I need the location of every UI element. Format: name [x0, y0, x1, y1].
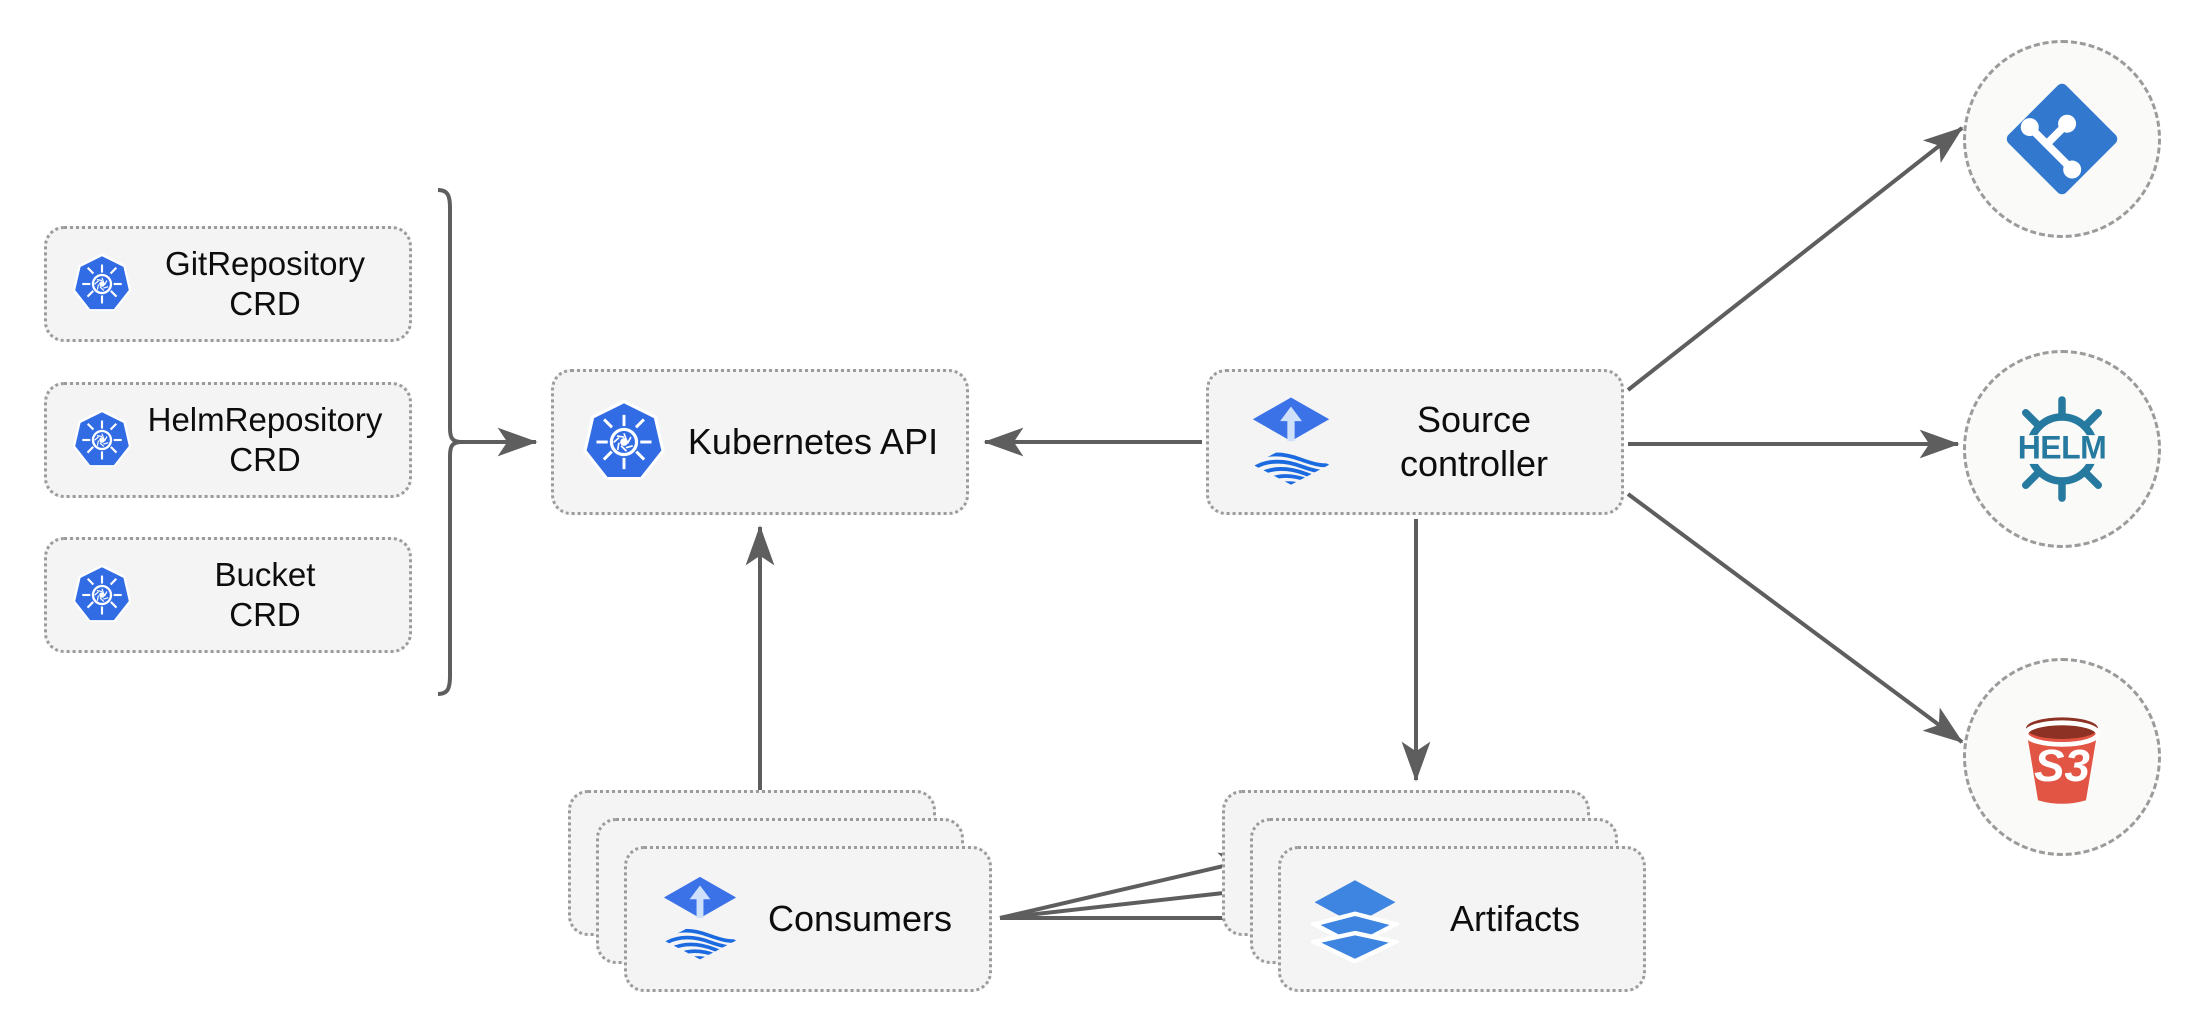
crd-box-helmrepository[interactable]: HelmRepository CRD: [44, 382, 412, 498]
kubernetes-icon: [69, 562, 135, 628]
node-label: Consumers: [767, 898, 953, 939]
helm-wordmark: HELM: [2018, 430, 2107, 466]
external-s3[interactable]: S3: [1963, 658, 2161, 856]
edge-consumers-to-artifacts-1: [999, 852, 1260, 920]
crd-box-gitrepository[interactable]: GitRepository CRD: [44, 226, 412, 342]
node-label: Kubernetes API: [687, 421, 939, 463]
kubernetes-icon: [578, 396, 670, 488]
crd-label: GitRepository CRD: [165, 244, 365, 322]
kubernetes-icon: [69, 251, 135, 317]
crd-label: Bucket CRD: [214, 555, 316, 633]
node-label: Source controller: [1399, 399, 1549, 484]
git-icon: [2006, 83, 2118, 195]
helm-icon: HELM: [2017, 396, 2107, 502]
kubernetes-icon: [69, 407, 135, 473]
edge-source-to-git: [1626, 126, 1964, 392]
flux-icon: [657, 871, 743, 967]
node-source-controller[interactable]: Source controller: [1206, 369, 1624, 515]
external-git[interactable]: [1963, 40, 2161, 238]
layers-icon: [1311, 875, 1399, 963]
crd-label: HelmRepository CRD: [147, 400, 383, 478]
node-label: Artifacts: [1449, 898, 1581, 939]
crd-box-bucket[interactable]: Bucket CRD: [44, 537, 412, 653]
consumers-card[interactable]: Consumers: [624, 846, 992, 992]
external-helm[interactable]: HELM: [1963, 350, 2161, 548]
crd-group-bracket: [437, 188, 463, 696]
edge-source-to-s3: [1626, 492, 1964, 744]
artifacts-card[interactable]: Artifacts: [1278, 846, 1646, 992]
node-kubernetes-api[interactable]: Kubernetes API: [551, 369, 969, 515]
s3-bucket-icon: S3: [2023, 717, 2101, 804]
s3-wordmark: S3: [2034, 740, 2090, 791]
flux-icon: [1245, 392, 1337, 492]
